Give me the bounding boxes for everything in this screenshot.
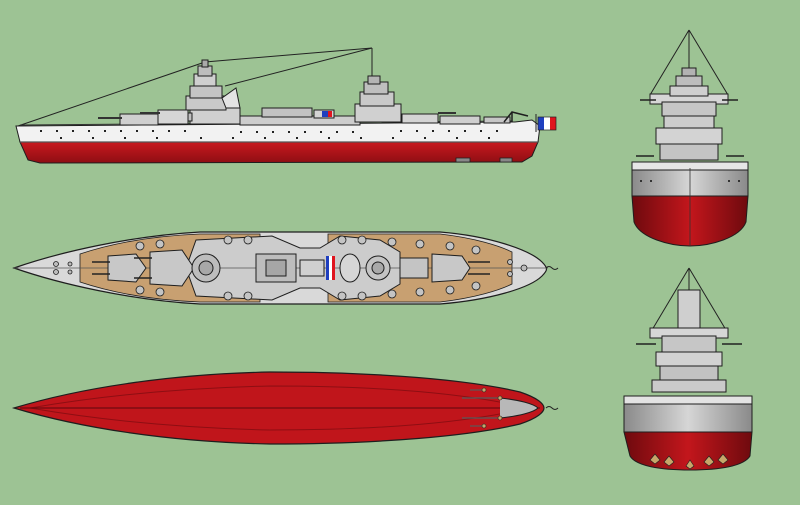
propeller-shafts [462,389,500,427]
portholes [40,130,498,139]
aft-tower [354,75,402,123]
midship-superstructure [239,107,361,126]
wake-squiggle [545,266,559,270]
stern-props [455,157,513,163]
deck-forward-turrets [92,249,221,287]
stern-rear-view [623,267,753,471]
stern-crane [503,111,529,123]
top-deck-plan-view [12,231,559,305]
deck-tricolour-marking [326,256,335,280]
side-profile-view [15,47,557,164]
forward-main-turrets [98,109,189,126]
bow-front-view [631,29,749,247]
french-tricolour-flag-icon [535,114,557,132]
rigging-wires [17,47,373,127]
aft-turrets [401,112,511,125]
deck-secondary-mounts [135,235,481,301]
hull-bottom-view [11,371,559,445]
stern-propellers [649,453,729,470]
